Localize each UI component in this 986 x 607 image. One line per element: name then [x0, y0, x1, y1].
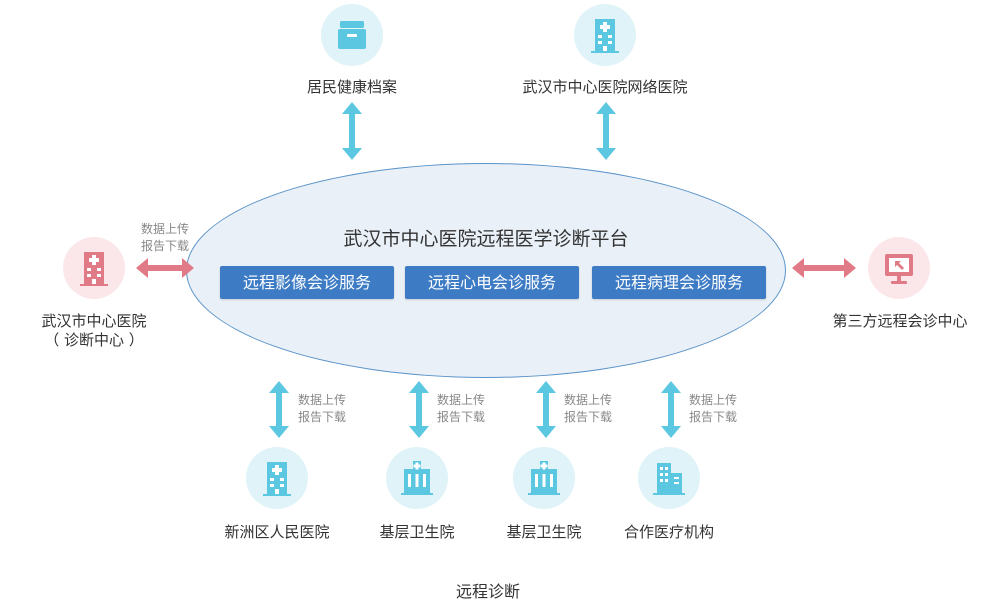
- clinic-icon: [401, 461, 433, 495]
- central-hospital-arrow: [136, 258, 194, 278]
- third-party-label: 第三方远程会诊中心: [832, 312, 968, 330]
- central-hospital-node: [63, 237, 125, 299]
- bottom-arrow-1: [269, 381, 289, 438]
- health-records-node: [321, 4, 383, 66]
- service-imaging-button[interactable]: 远程影像会诊服务: [220, 266, 394, 299]
- clinic-node-1: [386, 447, 448, 509]
- bottom-arrow-3: [536, 381, 556, 438]
- bottom-exchange-label-4: 数据上传 报告下载: [681, 392, 745, 426]
- central-hospital-sublabel: （ 诊断中心 ）: [44, 331, 144, 349]
- service-ecg-button[interactable]: 远程心电会诊服务: [405, 266, 579, 299]
- bottom-exchange-label-3: 数据上传 报告下载: [556, 392, 620, 426]
- third-party-node: [868, 237, 930, 299]
- clinic-node-2: [513, 447, 575, 509]
- upload-label: 数据上传: [436, 393, 485, 407]
- hospital-building-icon: [80, 252, 108, 286]
- clinic-icon: [528, 461, 560, 495]
- platform-title: 武汉市中心医院远程医学诊断平台: [343, 228, 629, 250]
- upload-label: 数据上传: [563, 393, 612, 407]
- upload-label: 数据上传: [297, 393, 346, 407]
- bottom-exchange-label-1: 数据上传 报告下载: [290, 392, 354, 426]
- clinic-label-2: 基层卫生院: [506, 523, 582, 541]
- cooperative-institution-label: 合作医疗机构: [623, 523, 714, 541]
- hospital-building-icon: [263, 462, 291, 496]
- bottom-arrow-4: [661, 381, 681, 438]
- network-hospital-arrow: [596, 102, 616, 160]
- network-hospital-node: [574, 4, 636, 66]
- xinzhou-hospital-label: 新洲区人民医院: [224, 523, 330, 541]
- monitor-icon: [885, 254, 913, 284]
- archive-box-icon: [338, 21, 366, 49]
- network-hospital-label: 武汉市中心医院网络医院: [522, 78, 688, 96]
- service-pathology-button[interactable]: 远程病理会诊服务: [592, 266, 766, 299]
- bottom-arrow-2: [409, 381, 429, 438]
- bottom-exchange-label-2: 数据上传 报告下载: [429, 392, 493, 426]
- download-label: 报告下载: [140, 239, 189, 253]
- xinzhou-hospital-node: [246, 447, 308, 509]
- upload-label: 数据上传: [688, 393, 737, 407]
- health-records-arrow: [342, 102, 362, 160]
- download-label: 报告下载: [563, 410, 612, 424]
- office-building-icon: [653, 463, 685, 495]
- clinic-label-1: 基层卫生院: [379, 523, 455, 541]
- download-label: 报告下载: [297, 410, 346, 424]
- third-party-arrow: [792, 258, 856, 278]
- download-label: 报告下载: [436, 410, 485, 424]
- figure-caption: 远程诊断: [455, 582, 520, 601]
- central-hospital-label: 武汉市中心医院: [41, 312, 147, 330]
- cooperative-institution-node: [638, 447, 700, 509]
- download-label: 报告下载: [688, 410, 737, 424]
- hospital-building-icon: [591, 19, 619, 53]
- upload-label: 数据上传: [140, 222, 189, 236]
- left-exchange-label: 数据上传 报告下载: [133, 221, 197, 255]
- health-records-label: 居民健康档案: [306, 78, 397, 96]
